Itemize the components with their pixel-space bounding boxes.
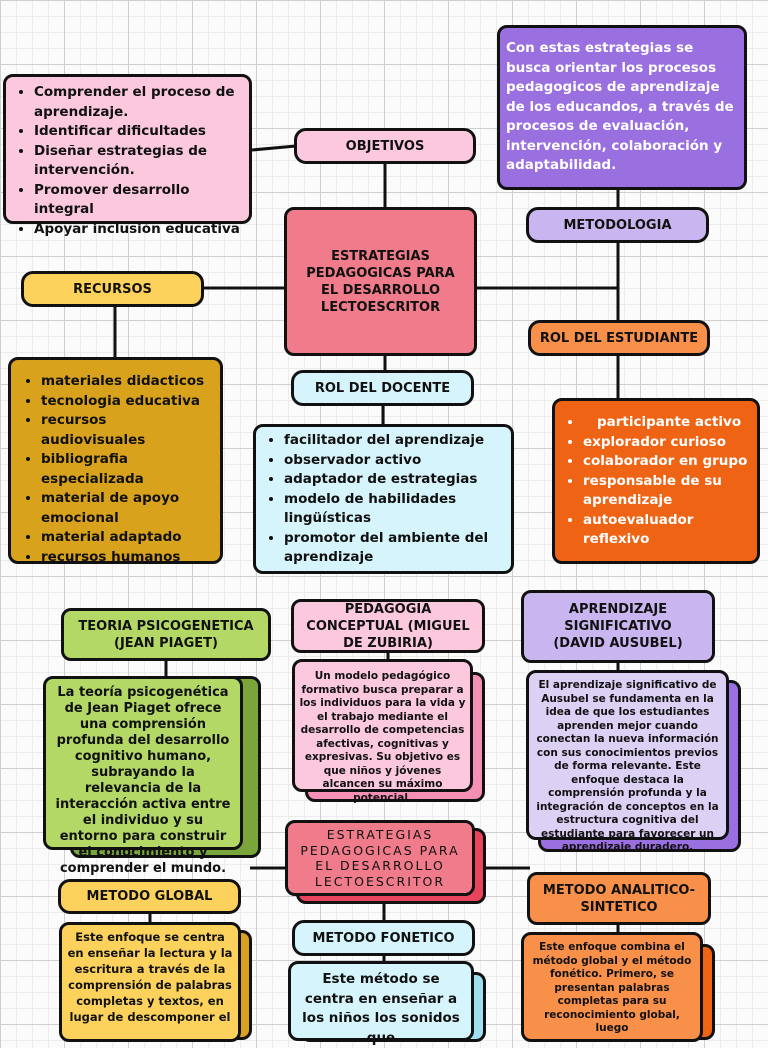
piaget-description: La teoría psicogenética de Jean Piaget o… <box>43 676 243 876</box>
rol-estudiante-list-box: participante activo explorador curioso c… <box>552 398 760 564</box>
rol-docente-list-box: facilitador del aprendizaje observador a… <box>253 424 514 574</box>
objetivos-list-box: Comprender el proceso de aprendizaje. Id… <box>3 74 252 237</box>
list-item: facilitador del aprendizaje <box>284 431 505 451</box>
objetivos-list: Comprender el proceso de aprendizaje. Id… <box>12 83 243 239</box>
metodo-fonetico-title: METODO FONETICO <box>292 920 475 956</box>
list-item: Apoyar inclusión educativa <box>34 220 243 240</box>
list-item: bibliografia especializada <box>41 450 214 489</box>
list-item: Identificar dificultades <box>34 122 243 142</box>
metodo-global-description: Este enfoque se centra en enseñar la lec… <box>59 922 241 1042</box>
recursos-list: materiales didacticos tecnologia educati… <box>19 372 214 567</box>
metodo-global-title: METODO GLOBAL <box>58 879 241 914</box>
connector-lines <box>113 144 620 962</box>
metodo-fonetico-description: Este método se centra en enseñar a los n… <box>288 961 474 1046</box>
rol-estudiante-list: participante activo explorador curioso c… <box>561 413 751 550</box>
rol-docente-title: ROL DEL DOCENTE <box>291 370 474 406</box>
ausubel-description: El aprendizaje significativo de Ausubel … <box>526 670 729 853</box>
rol-docente-list: facilitador del aprendizaje observador a… <box>262 431 505 568</box>
list-item: Promover desarrollo integral <box>34 181 243 220</box>
list-item: material de apoyo emocional <box>41 489 214 528</box>
recursos-title: RECURSOS <box>21 271 204 307</box>
list-item: recursos humanos <box>41 548 214 568</box>
list-item: modelo de habilidades lingüísticas <box>284 490 505 529</box>
central-topic-bottom: ESTRATEGIAS PEDAGOGICAS PARA EL DESARROL… <box>285 820 475 896</box>
recursos-list-box: materiales didacticos tecnologia educati… <box>8 357 223 567</box>
piaget-title: TEORIA PSICOGENETICA (JEAN PIAGET) <box>61 608 271 661</box>
list-item: observador activo <box>284 451 505 471</box>
central-topic-top: ESTRATEGIAS PEDAGOGICAS PARA EL DESARROL… <box>284 207 477 356</box>
zubiria-title: PEDAGOGIA CONCEPTUAL (MIGUEL DE ZUBIRIA) <box>291 599 485 653</box>
list-item: tecnologia educativa <box>41 392 214 412</box>
list-item: autoevaluador reflexivo <box>583 511 751 550</box>
rol-estudiante-title: ROL DEL ESTUDIANTE <box>528 320 710 356</box>
list-item: responsable de su aprendizaje <box>583 472 751 511</box>
list-item: adaptador de estrategias <box>284 470 505 490</box>
list-item: material adaptado <box>41 528 214 548</box>
metodo-analitico-description: Este enfoque combina el método global y … <box>521 932 703 1042</box>
list-item: Comprender el proceso de aprendizaje. <box>34 83 243 122</box>
list-item: recursos audiovisuales <box>41 411 214 450</box>
objetivos-title: OBJETIVOS <box>294 128 476 164</box>
list-item: participante activo <box>583 413 751 433</box>
metodologia-title: METODOLOGIA <box>526 207 709 243</box>
metodologia-description: Con estas estrategias se busca orientar … <box>497 25 747 190</box>
zubiria-description: Un modelo pedagógico formativo busca pre… <box>292 659 473 804</box>
list-item: explorador curioso <box>583 433 751 453</box>
list-item: materiales didacticos <box>41 372 214 392</box>
list-item: colaborador en grupo <box>583 452 751 472</box>
ausubel-title: APRENDIZAJE SIGNIFICATIVO (DAVID AUSUBEL… <box>521 590 715 663</box>
metodo-analitico-title: METODO ANALITICO-SINTETICO <box>527 872 711 925</box>
list-item: Diseñar estrategias de intervención. <box>34 142 243 181</box>
list-item: promotor del ambiente del aprendizaje <box>284 529 505 568</box>
